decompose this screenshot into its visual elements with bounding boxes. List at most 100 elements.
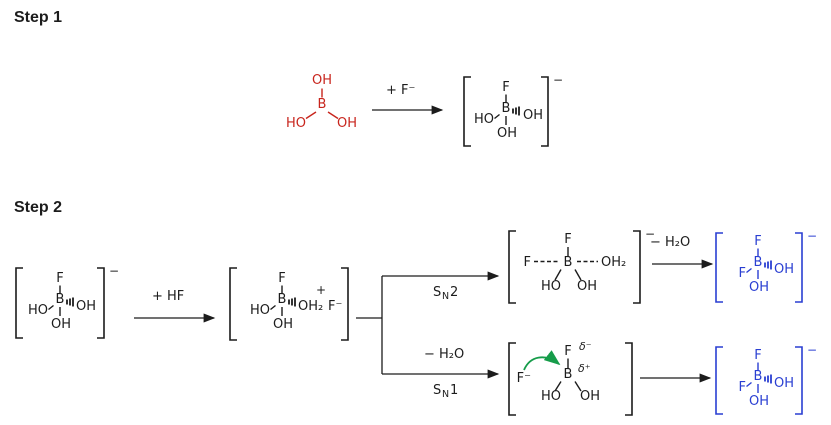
bond [574, 381, 582, 392]
boric-acid: OH B HO OH [286, 73, 357, 131]
atom-oh-bottom: OH [749, 394, 769, 409]
atom-boron: B [754, 369, 763, 384]
bracket-left [508, 230, 516, 304]
atom-ho-left: HO [28, 303, 48, 318]
sn2-product: − F B F OH OH [715, 229, 817, 303]
step2-start-anion: − F B HO OH OH [15, 264, 119, 339]
atom-f-left: F [739, 266, 746, 281]
charge-minus: − [109, 264, 119, 278]
atom-ho-left: HO [541, 279, 561, 294]
atom-oh-right: OH [580, 389, 600, 404]
sn2-product-arrow: − H₂O [650, 235, 714, 269]
bracket-right [795, 346, 803, 415]
atom-oh-right: OH [337, 116, 357, 131]
sn-label-2: 2 [450, 285, 458, 300]
sn-label-1: 1 [450, 383, 458, 398]
delta-plus-label: δ⁺ [578, 362, 591, 375]
step1-arrow: + F⁻ [372, 83, 444, 115]
bond [746, 381, 752, 388]
step1-title: Step 1 [14, 9, 62, 26]
bracket-right [795, 232, 803, 303]
fluoride-counterion: F⁻ [328, 299, 342, 314]
bracket-left [508, 342, 516, 416]
atom-oh-bottom: OH [51, 317, 71, 332]
bond [494, 113, 500, 120]
atom-oh-right: OH [76, 299, 96, 314]
bracket-right [541, 76, 549, 147]
bracket-right [341, 267, 349, 341]
charge-minus: − [645, 227, 655, 241]
bracket-right [633, 230, 641, 304]
sn1-intermediate: F⁻ F δ⁻ B δ⁺ HO OH [508, 340, 633, 416]
charge-minus: − [553, 73, 563, 87]
bracket-left [715, 232, 723, 303]
bracket-right [625, 342, 633, 416]
bond [554, 381, 562, 392]
atom-oh-right: OH [774, 376, 794, 391]
fluoroborate-product: − F B HO OH OH [463, 73, 563, 147]
bracket-left [463, 76, 471, 147]
atom-ho-left: HO [474, 112, 494, 127]
charge-minus: − [807, 343, 817, 357]
atom-oh-right: OH [523, 108, 543, 123]
bond [270, 304, 276, 311]
sn-label-s: S [433, 285, 441, 300]
atom-f-top: F [754, 348, 761, 363]
bracket-left [229, 267, 237, 341]
atom-f-left: F [739, 380, 746, 395]
sn1-product: − F B F OH OH [715, 343, 817, 415]
atom-boron: B [564, 367, 573, 382]
atom-oh2-right: OH₂ [298, 299, 323, 314]
charge-plus: + [316, 283, 326, 297]
water-loss-label: − H₂O [650, 235, 690, 250]
atom-oh-bottom: OH [497, 126, 517, 141]
atom-boron: B [278, 292, 287, 307]
bond [48, 304, 54, 311]
atom-boron: B [564, 255, 573, 270]
reagent-label-plus-hf: + HF [152, 289, 184, 304]
atom-boron: B [754, 255, 763, 270]
atom-f-top: F [564, 232, 571, 247]
atom-boron: B [502, 101, 511, 116]
sn1-branch-label: S N 1 [433, 383, 458, 400]
atom-ho-left: HO [250, 303, 270, 318]
atom-ho-left: HO [541, 389, 561, 404]
bond [746, 267, 752, 274]
sn-label-n: N [442, 389, 449, 400]
delta-minus-label: δ⁻ [579, 340, 592, 353]
atom-f-top: F [278, 271, 285, 286]
charge-minus: − [807, 229, 817, 243]
curved-attack-arrow [523, 350, 561, 371]
reagent-label-plus-f: + F⁻ [386, 83, 415, 98]
bond [574, 269, 582, 281]
step2-title: Step 2 [14, 199, 62, 216]
protonated-intermediate: F B HO OH₂ + OH F⁻ [229, 267, 349, 341]
bracket-left [715, 346, 723, 415]
atom-ho-left: HO [286, 116, 306, 131]
atom-f-top: F [564, 344, 571, 359]
bond [305, 111, 317, 120]
sn-label-s: S [433, 383, 441, 398]
atom-f-top: F [754, 234, 761, 249]
step2-arrow: + HF [134, 289, 216, 323]
sn-label-n: N [442, 291, 449, 302]
bond [554, 269, 562, 281]
atom-f-incoming: F [524, 255, 531, 270]
atom-boron: B [56, 292, 65, 307]
atom-f-top: F [56, 271, 63, 286]
atom-oh-top: OH [312, 73, 332, 88]
atom-boron: B [318, 97, 327, 112]
fluoride-nucleophile: F⁻ [517, 371, 531, 386]
bracket-right [97, 267, 105, 339]
water-loss-label: − H₂O [424, 347, 464, 362]
sn2-branch-label: S N 2 [433, 285, 458, 302]
atom-oh-bottom: OH [273, 317, 293, 332]
atom-oh2-leaving: OH₂ [601, 255, 626, 270]
atom-oh-right: OH [774, 262, 794, 277]
sn2-transition-state: − F F B OH₂ HO OH [508, 227, 655, 304]
bracket-left [15, 267, 23, 339]
branch-connector [356, 271, 500, 379]
atom-oh-bottom: OH [749, 280, 769, 295]
